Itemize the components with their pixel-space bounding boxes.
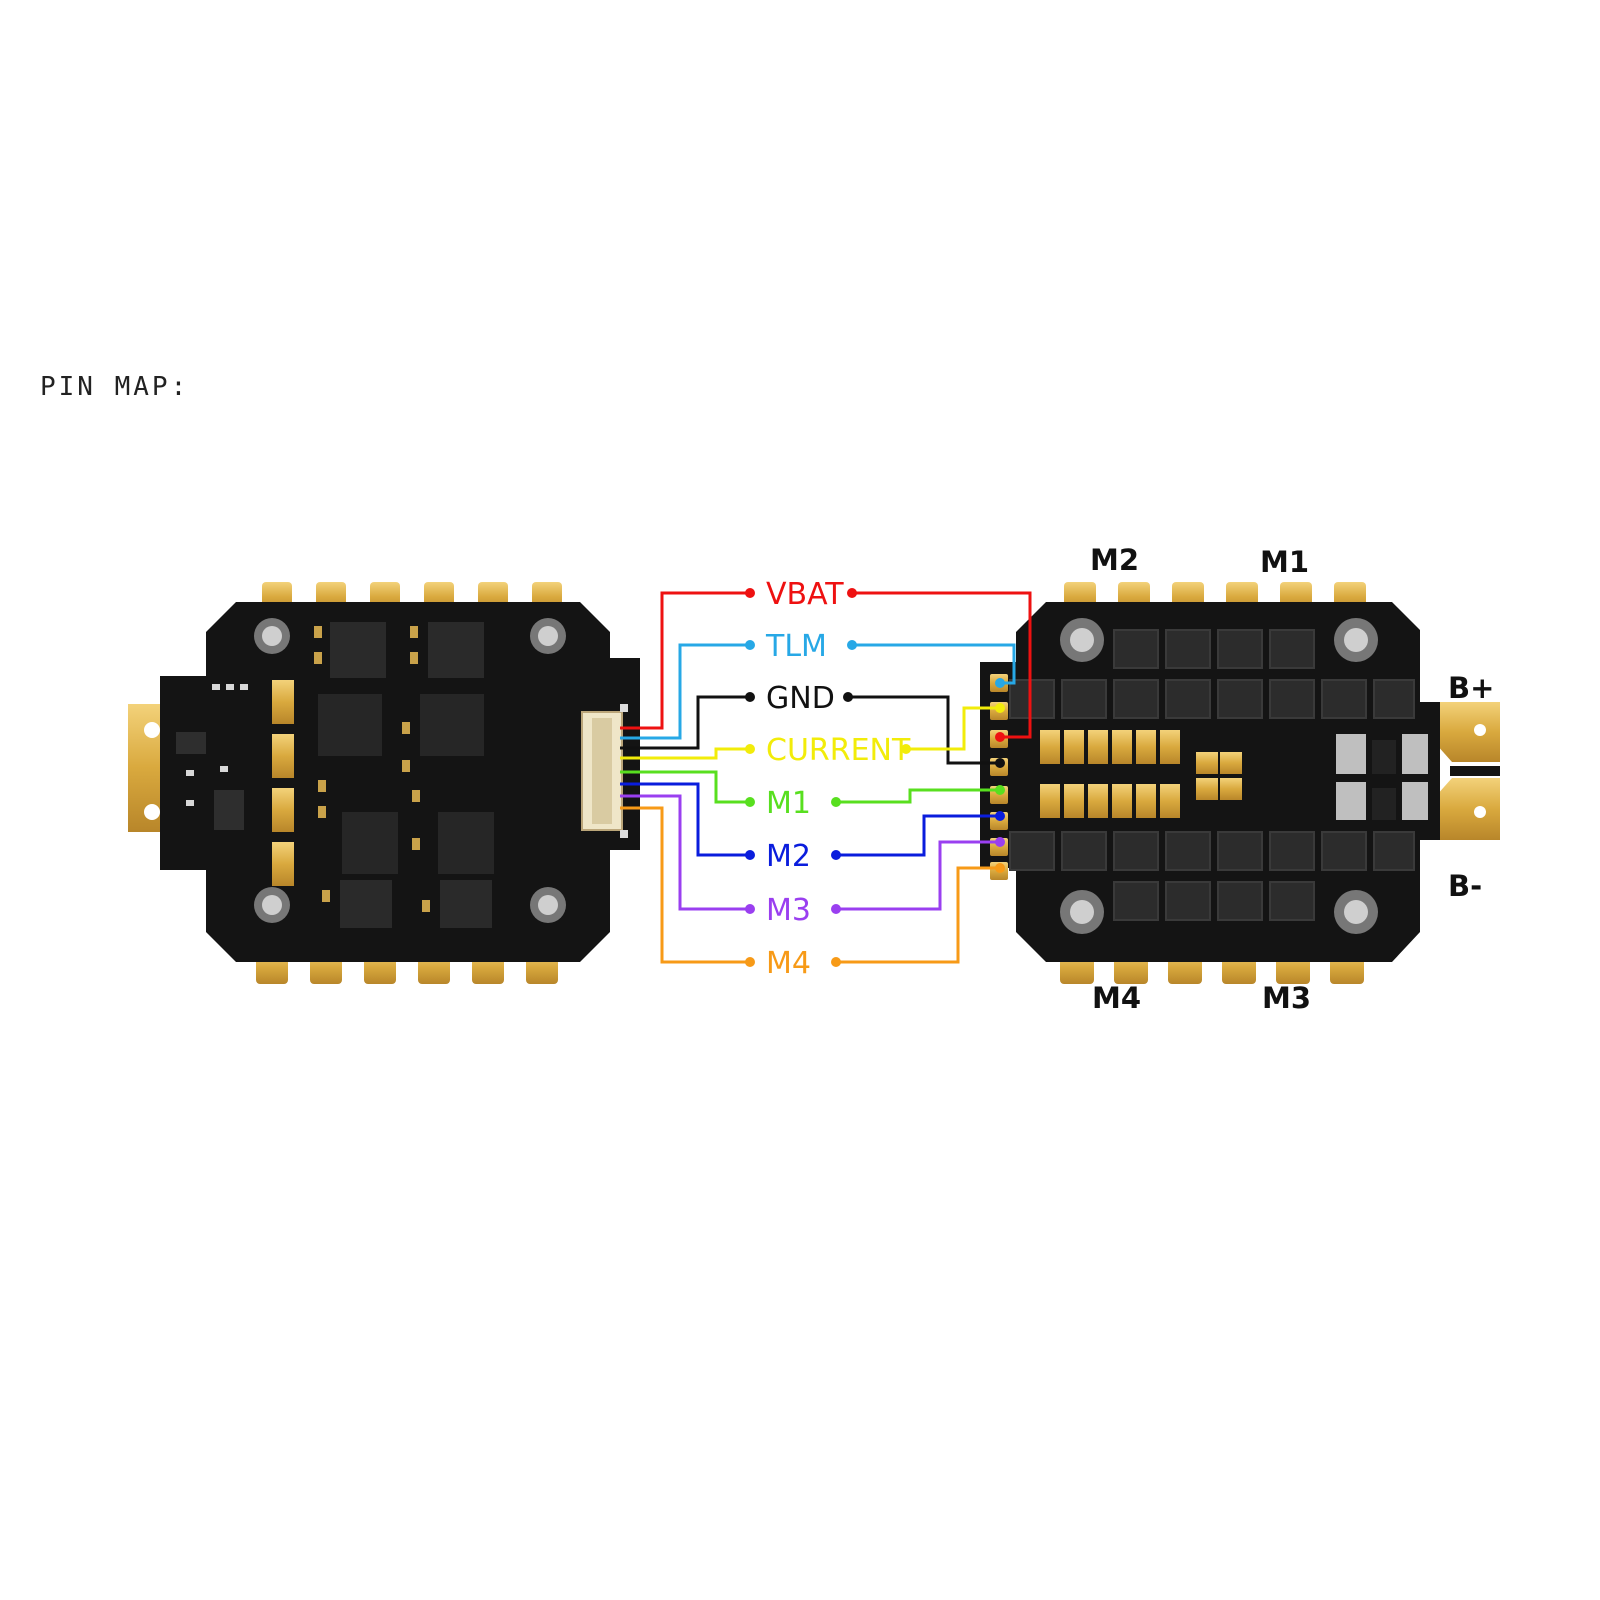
wire-left-1 <box>620 643 750 740</box>
signal-wires <box>620 588 1032 967</box>
wire-dot-1-0 <box>745 640 755 650</box>
wire-left-7 <box>620 806 750 964</box>
wire-right-3 <box>906 706 1000 751</box>
wire-dot-7-0 <box>745 957 755 967</box>
wire-dot-7-2 <box>995 863 1005 873</box>
signal-label-gnd: GND <box>766 681 835 716</box>
wire-dot-4-1 <box>831 797 841 807</box>
wire-right-6 <box>836 840 1000 911</box>
wire-dot-3-2 <box>995 703 1005 713</box>
wire-dot-4-2 <box>995 785 1005 795</box>
wire-dot-6-2 <box>995 837 1005 847</box>
esc-board <box>980 582 1500 984</box>
wire-dot-0-0 <box>745 588 755 598</box>
wire-right-4 <box>836 788 1000 804</box>
esc-label-m1-top: M1 <box>1260 545 1309 579</box>
wire-dot-5-1 <box>831 850 841 860</box>
wire-right-7 <box>836 866 1000 964</box>
wire-dot-1-2 <box>995 678 1005 688</box>
signal-label-m2: M2 <box>766 839 811 874</box>
wire-left-2 <box>620 695 750 750</box>
flight-controller-board <box>128 582 640 984</box>
esc-label-m3-bottom: M3 <box>1262 981 1311 1015</box>
signal-label-vbat: VBAT <box>766 577 844 612</box>
wire-dot-5-0 <box>745 850 755 860</box>
wire-left-3 <box>620 747 750 760</box>
signal-label-m3: M3 <box>766 893 811 928</box>
wire-dot-3-0 <box>745 744 755 754</box>
wire-dot-6-0 <box>745 904 755 914</box>
signal-label-current: CURRENT <box>766 733 911 768</box>
wire-dot-2-0 <box>745 692 755 702</box>
wire-right-0 <box>852 591 1032 739</box>
wire-dot-4-0 <box>745 797 755 807</box>
page-title: PIN MAP: <box>40 372 190 402</box>
wire-left-4 <box>620 770 750 804</box>
wire-dot-6-1 <box>831 904 841 914</box>
wire-dot-0-1 <box>847 588 857 598</box>
esc-label-b-plus: B+ <box>1448 671 1494 705</box>
wire-dot-3-1 <box>901 744 911 754</box>
wire-dot-0-2 <box>995 732 1005 742</box>
wire-right-1 <box>852 643 1016 685</box>
wire-dot-7-1 <box>831 957 841 967</box>
signal-label-m1: M1 <box>766 786 811 821</box>
wire-right-5 <box>836 814 1000 857</box>
wire-left-6 <box>620 794 750 911</box>
signal-label-tlm: TLM <box>765 629 827 664</box>
wire-left-0 <box>620 591 750 730</box>
esc-label-b-minus: B- <box>1448 869 1482 903</box>
wire-dot-1-1 <box>847 640 857 650</box>
esc-label-m2-top: M2 <box>1090 543 1139 577</box>
signal-label-m4: M4 <box>766 946 811 981</box>
wire-left-5 <box>620 782 750 857</box>
wire-dot-2-1 <box>843 692 853 702</box>
wire-right-2 <box>848 695 1000 765</box>
wire-dot-2-2 <box>995 758 1005 768</box>
esc-label-m4-bottom: M4 <box>1092 981 1141 1015</box>
wire-dot-5-2 <box>995 811 1005 821</box>
